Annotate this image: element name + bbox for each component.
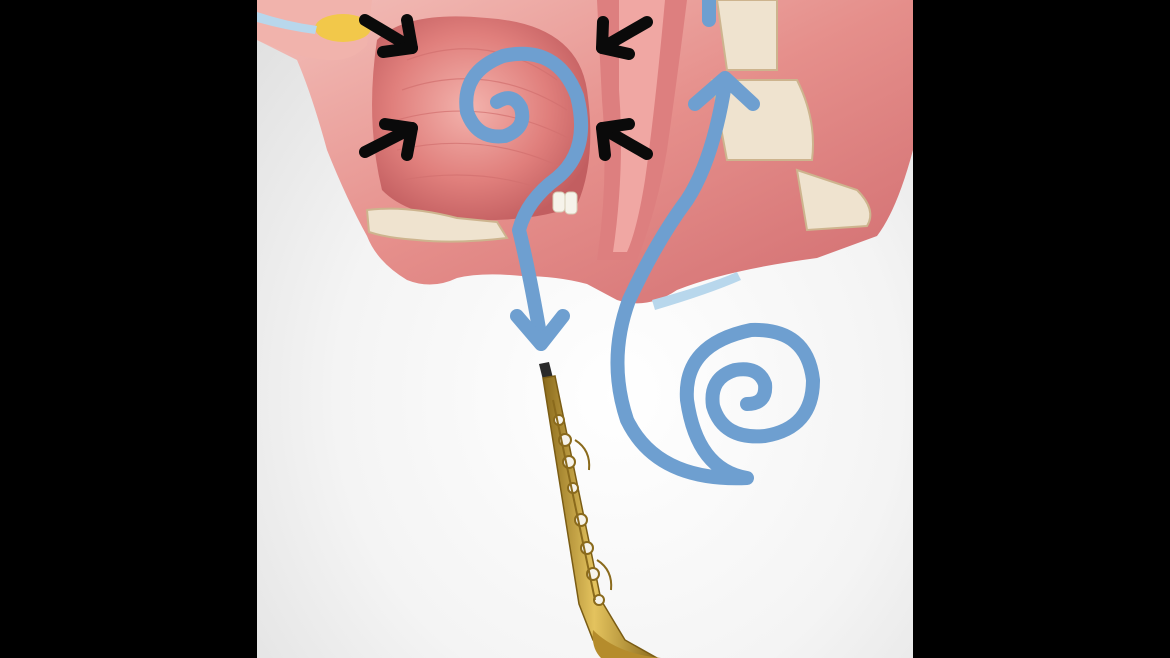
spiral-arrow-icon: [610, 77, 820, 486]
spiral-arrow-icon: [459, 46, 589, 347]
right-letterbox: [913, 0, 1170, 658]
lower-cartilage: [652, 272, 741, 310]
jaw-bone: [365, 207, 509, 243]
left-letterbox: [0, 0, 257, 658]
chevron-arrow-icon: [596, 16, 653, 60]
saxophone-mouthpiece: [539, 362, 553, 380]
illustration-svg: [257, 0, 913, 658]
spine-column: [710, 0, 872, 232]
chevron-arrow-icon: [359, 14, 418, 58]
soprano-saxophone: [539, 362, 661, 658]
airflow-right-arrowhead: [688, 71, 760, 111]
airflow-left-arrowhead: [510, 309, 570, 351]
lip-cartilage: [257, 12, 317, 34]
anatomy-cross-section: [257, 0, 913, 310]
airflow-right: [610, 0, 820, 486]
illustration-panel: [257, 0, 913, 658]
pharynx-inner: [613, 0, 665, 252]
saxophone-bell: [592, 630, 661, 658]
airflow-left: [459, 46, 589, 351]
teeth: [552, 191, 578, 215]
fat-pad: [315, 14, 371, 42]
pressure-arrows: [359, 14, 653, 161]
saxophone-rods: [552, 399, 613, 601]
chevron-arrow-icon: [359, 118, 418, 161]
chevron-arrow-icon: [596, 118, 653, 161]
